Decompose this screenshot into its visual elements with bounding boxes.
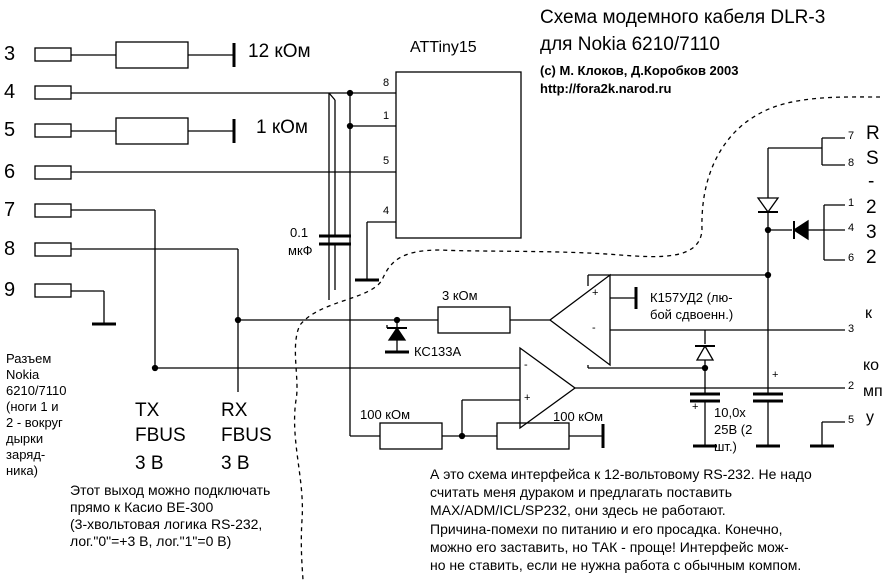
zener-label: КС133А [414, 344, 462, 359]
cap-10-plus: + [692, 401, 699, 413]
nokia-pin-label: 9 [4, 279, 16, 301]
casio-note-line: прямо к Касио ВЕ-300 [70, 499, 214, 515]
capacitor-01uF [319, 232, 351, 290]
rx-path [238, 306, 550, 354]
to-pc-label: у [866, 409, 874, 426]
rs232-pin-label: 4 [848, 222, 855, 234]
wire-pin7 [71, 209, 156, 368]
wire-pin3 [71, 41, 236, 69]
cap-01-value: 0.1 [290, 225, 309, 240]
rs232-label-char: S [866, 148, 879, 169]
resistor-100k-label: 100 кОм [553, 409, 604, 424]
rs232-pin-label: 1 [848, 197, 855, 209]
nokia-pin-label: 4 [4, 81, 16, 103]
rs232-pin-label: 7 [848, 130, 855, 142]
interface-note-line: но не ставить, если не нужна работа с об… [430, 557, 802, 573]
wire-pin9 [71, 290, 116, 326]
rs232-label-char: 2 [866, 247, 877, 268]
mcu-pin-label: 5 [383, 155, 390, 167]
rs232-pin-label: 3 [848, 323, 855, 335]
resistor-1k-label: 1 кОм [256, 117, 308, 138]
rs232-label-char: 2 [866, 197, 877, 218]
tx-fbus-label: FBUS [135, 425, 186, 446]
resistor-3k-label: 3 кОм [442, 288, 478, 303]
opamp-pin-sign: + [592, 287, 599, 299]
capacitors-10uF [690, 275, 783, 448]
interface-note-line: MAX/ADM/ICL/SP232, они здесь не работают… [430, 502, 726, 518]
interface-note-line: А это схема интерфейса к 12-вольтовому R… [430, 466, 812, 482]
rx-voltage: 3 В [221, 453, 250, 474]
rs232-label-char: - [868, 171, 875, 192]
interface-note-line: можно его заставить, но ТАК - проще! Инт… [430, 539, 789, 555]
mcu-pin-label: 4 [383, 205, 390, 217]
connector-note-line: дырки [6, 431, 44, 446]
mcu-pin-label: 8 [383, 77, 390, 89]
diagram-title-line2: для Nokia 6210/7110 [540, 34, 720, 55]
rs232-label-char: R [866, 123, 880, 144]
tx-label: TX [135, 400, 160, 421]
url-line: http://fora2k.narod.ru [540, 81, 672, 96]
mcu-pin-label: 1 [383, 110, 390, 122]
connector-note-line: 6210/7110 [6, 383, 67, 398]
resistor-100k-label: 100 кОм [360, 407, 411, 422]
opamp-pin-sign: + [524, 392, 531, 404]
rx-fbus-label: FBUS [221, 425, 272, 446]
wire-pin5 [71, 117, 236, 145]
to-pc-label: мп [863, 383, 883, 400]
rs232-pin-label: 5 [848, 414, 855, 426]
casio-note-line: лог."0"=+3 В, лог."1"=0 В) [70, 533, 232, 549]
cap-10-plus: + [772, 369, 779, 381]
cap-01-unit: мкФ [288, 243, 313, 258]
interface-note-line: Причина-помехи по питанию и его просадка… [430, 521, 783, 537]
nokia-pin-label: 6 [4, 161, 16, 183]
attiny15-body [395, 71, 522, 239]
rs232-pin-label: 2 [848, 380, 855, 392]
interface-boundary [293, 96, 881, 581]
opamp-upper [548, 273, 845, 367]
rx-label: RX [221, 400, 248, 421]
opamp-label-line2: бой сдвоенн.) [650, 307, 734, 322]
connector-note-line: 2 - вокруг [6, 415, 63, 430]
wire-pin4 [71, 89, 396, 436]
to-pc-label: ко [863, 357, 880, 374]
casio-note-line: Этот выход можно подключать [70, 482, 271, 498]
nokia-pin-label: 8 [4, 238, 16, 260]
divider-100k [350, 422, 605, 450]
opamp-lower [458, 346, 845, 440]
opamp-pin-sign: - [524, 359, 528, 371]
resistor-12k-label: 12 кОм [248, 41, 311, 62]
nokia-pin-stubs [34, 47, 72, 298]
nokia-pin-label: 3 [4, 43, 16, 65]
rs232-pin-label: 8 [848, 157, 855, 169]
opamp-pin-sign: - [592, 322, 596, 334]
diagram-title-line1: Схема модемного кабеля DLR-3 [540, 7, 826, 28]
tx-voltage: 3 В [135, 453, 164, 474]
tx-path [151, 364, 520, 372]
rs232-wiring [756, 137, 845, 448]
authors-line: (c) М. Клоков, Д.Коробков 2003 [540, 63, 739, 78]
nokia-pin-label: 5 [4, 119, 16, 141]
mcu-name: ATTiny15 [410, 39, 477, 56]
cap-10-line3: шт.) [714, 439, 737, 454]
rs232-pin-label: 6 [848, 252, 855, 264]
connector-note-line: ника) [6, 463, 38, 478]
cap-10-line2: 25В (2 [714, 422, 753, 437]
casio-note-line: (3-хвольтовая логика RS-232, [70, 516, 263, 532]
connector-note-line: Разъем [6, 351, 52, 366]
nokia-pin-label: 7 [4, 199, 16, 221]
connector-note-line: (ноги 1 и [6, 399, 59, 414]
rs232-label-char: 3 [866, 222, 877, 243]
connector-note-line: заряд- [6, 447, 46, 462]
cap-10-line1: 10,0х [714, 405, 746, 420]
opamp-label-line1: К157УД2 (лю- [650, 290, 733, 305]
to-pc-label: к [865, 305, 872, 322]
connector-note-line: Nokia [6, 367, 40, 382]
interface-note-line: считать меня дураком и предлагать постав… [430, 484, 732, 500]
diode-center [587, 330, 715, 394]
